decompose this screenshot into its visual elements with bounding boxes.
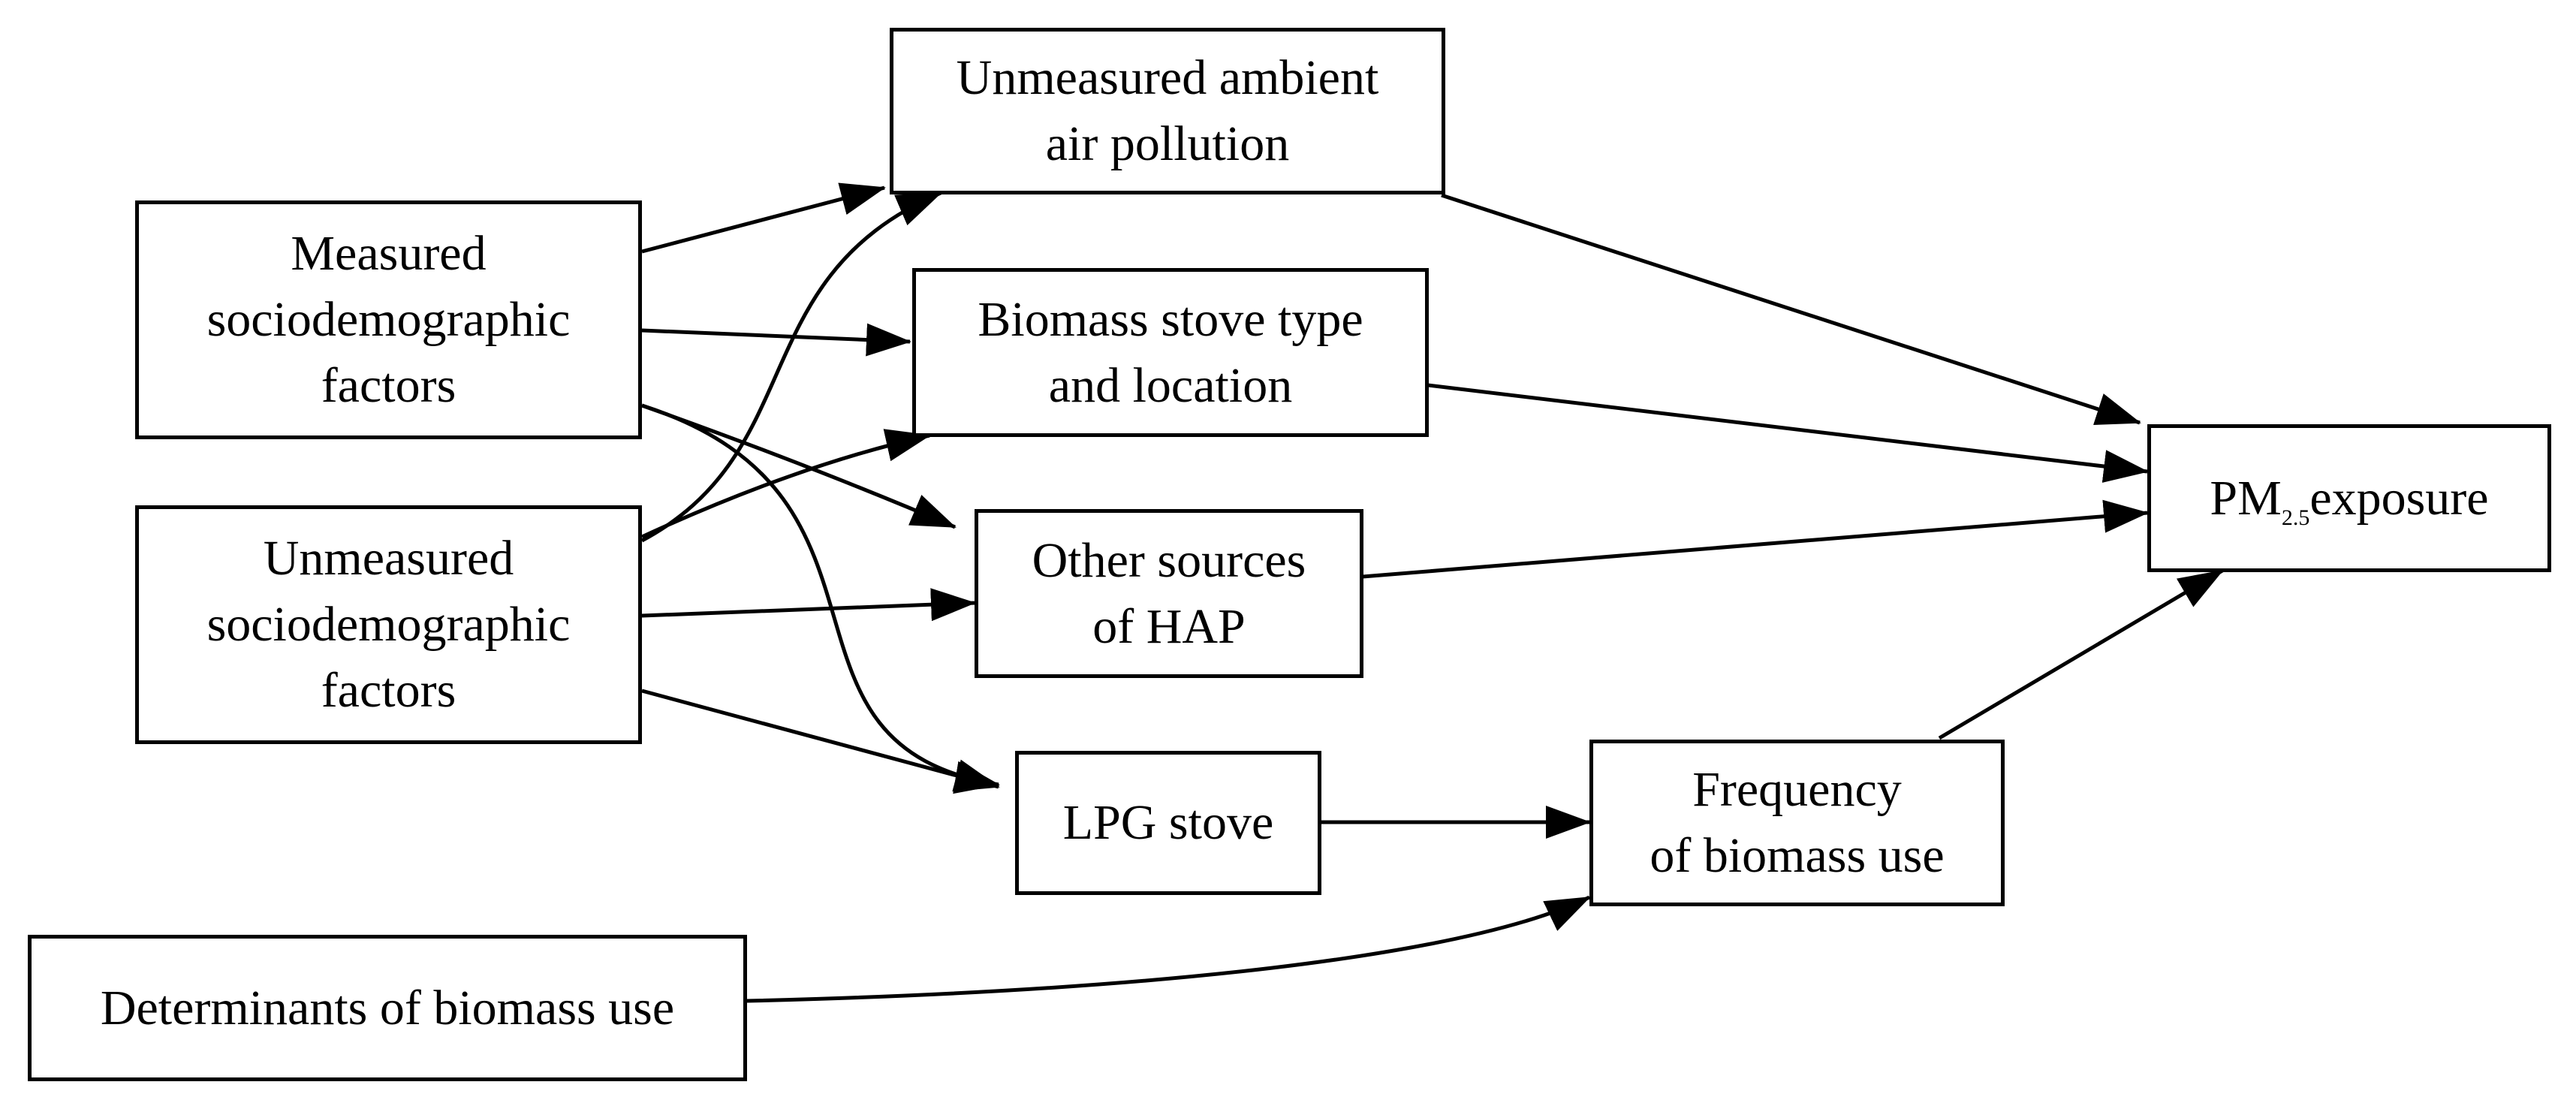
pm25-subscript: 2.5 [2281, 505, 2310, 530]
edge-measured-to-ambient [641, 182, 886, 254]
node-label-line: factors [321, 663, 456, 718]
node-label-line: Biomass stove type [978, 291, 1363, 347]
edge-unmeasured-to-ambient [640, 191, 942, 543]
edge-measured-to-stove-type [641, 323, 911, 357]
node-label-line: Other sources [1032, 532, 1306, 588]
node-label-line: Measured [291, 226, 487, 281]
node-label-line: of HAP [1092, 598, 1246, 654]
node-measured-sociodemographic-factors: Measured sociodemographic factors [135, 200, 642, 439]
node-lpg-stove: LPG stove [1015, 751, 1321, 895]
node-determinants-of-biomass-use: Determinants of biomass use [28, 935, 747, 1081]
edge-unmeasured-to-other-sources [641, 588, 976, 622]
node-label-line: Unmeasured ambient [956, 50, 1379, 105]
edge-unmeasured-to-stove-type [640, 429, 931, 539]
node-other-sources-of-hap: Other sources of HAP [975, 509, 1363, 678]
node-label-line: Frequency [1692, 762, 1902, 817]
node-biomass-stove-type-and-location: Biomass stove type and location [912, 268, 1429, 437]
node-label-line: Unmeasured [263, 531, 514, 586]
node-label: Determinants of biomass use [100, 980, 675, 1035]
edge-measured-to-lpg [641, 403, 1000, 794]
node-unmeasured-ambient-air-pollution: Unmeasured ambient air pollution [890, 28, 1445, 194]
node-label-line: air pollution [1045, 116, 1290, 171]
node-frequency-of-biomass-use: Frequency of biomass use [1589, 740, 2005, 906]
edge-frequency-to-pm25 [1938, 568, 2224, 740]
node-label-line: factors [321, 358, 456, 413]
node-unmeasured-sociodemographic-factors: Unmeasured sociodemographic factors [135, 505, 642, 744]
node-label-line: sociodemographic [206, 292, 571, 347]
edge-determinants-to-frequency [746, 895, 1591, 1003]
node-label: LPG stove [1062, 795, 1274, 850]
pm25-prefix: PM [2210, 470, 2282, 526]
node-label-line: of biomass use [1650, 828, 1945, 883]
edge-ambient-to-pm25 [1441, 193, 2141, 425]
edge-stove-type-to-pm25 [1427, 383, 2149, 483]
node-pm25-exposure: PM2.5exposure [2147, 424, 2551, 572]
pm25-label: PM2.5exposure [2210, 466, 2488, 532]
node-label-line: and location [1048, 357, 1293, 413]
edge-unmeasured-to-lpg [641, 689, 1000, 792]
edge-other-sources-to-pm25 [1362, 499, 2149, 579]
node-label-line: sociodemographic [206, 597, 571, 652]
pm25-suffix: exposure [2309, 470, 2489, 526]
